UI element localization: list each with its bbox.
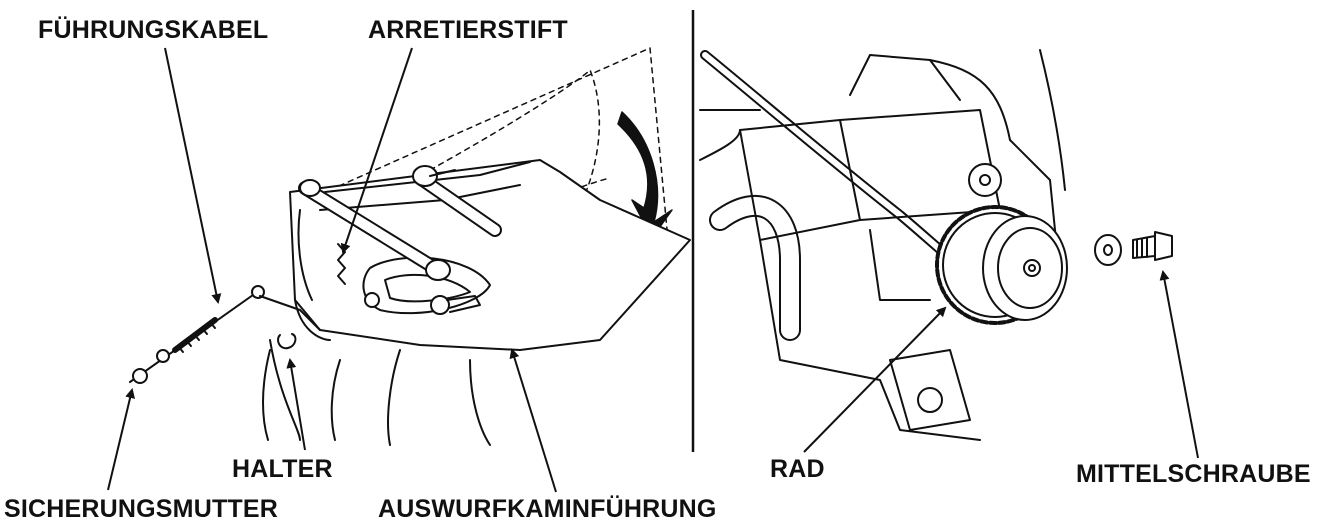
leader-guide-cable [164,47,222,304]
label-wheel: RAD [770,455,825,483]
leader-holder [286,358,306,451]
leader-lock-pin [340,47,413,254]
leader-chute-guide [509,348,557,493]
chute-drawing [129,47,691,446]
washer [1094,234,1122,266]
rotation-arrow [617,111,673,239]
label-center-bolt: MITTELSCHRAUBE [1076,460,1311,488]
leader-lock-nut [107,388,135,491]
label-lock-nut: SICHERUNGSMUTTER [4,495,279,523]
label-lock-pin: ARRETIERSTIFT [368,16,568,44]
gear-drawing [699,49,1173,441]
leader-lines [107,47,1199,493]
leader-wheel [803,306,947,453]
label-guide-cable: FÜHRUNGSKABEL [38,16,269,44]
label-chute-guide: AUSWURFKAMINFÜHRUNG [378,495,717,523]
label-holder: HALTER [232,455,333,483]
leader-center-bolt [1159,270,1199,459]
